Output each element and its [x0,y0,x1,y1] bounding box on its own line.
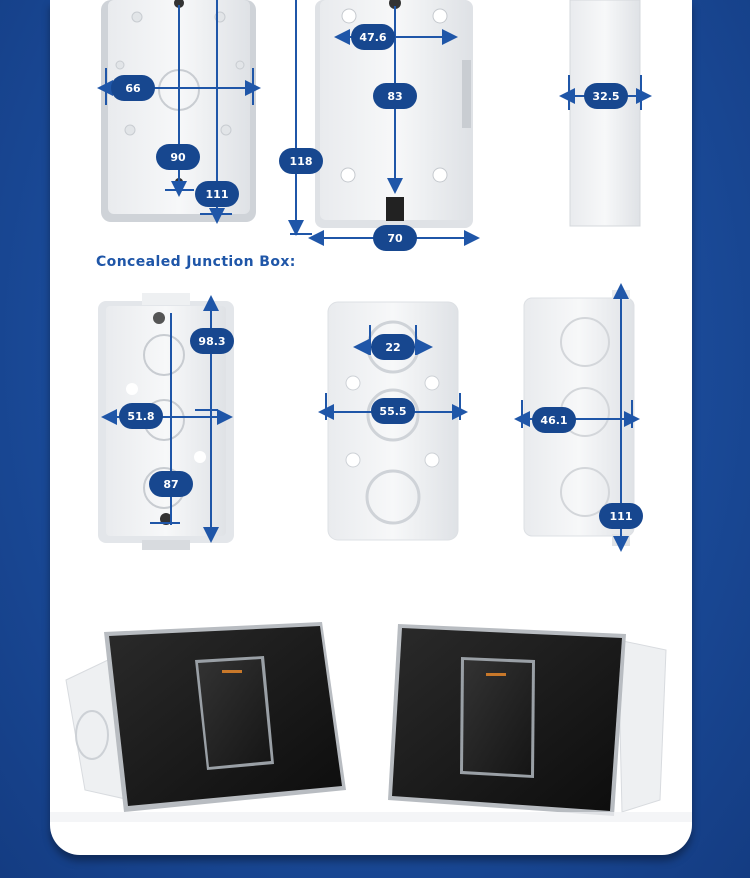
svg-text:83: 83 [387,90,402,103]
dim-label-83: 83 [373,83,417,109]
dim-label-32-5: 32.5 [584,83,628,109]
dim-label-51-8: 51.8 [119,403,163,429]
svg-text:46.1: 46.1 [540,414,567,427]
box1-dimensions: 66 90 111 [97,0,261,224]
svg-text:111: 111 [206,188,229,201]
svg-text:66: 66 [125,82,141,95]
dim-label-66: 66 [111,75,155,101]
dim-label-87: 87 [149,471,193,497]
dim-label-90: 90 [156,144,200,170]
svg-text:70: 70 [387,232,403,245]
svg-text:51.8: 51.8 [127,410,154,423]
switch-right [388,624,667,816]
switch-left [65,622,346,812]
dim-label-46-1: 46.1 [532,407,576,433]
svg-text:55.5: 55.5 [379,405,406,418]
svg-text:87: 87 [163,478,178,491]
cbox1-dimensions: 98.3 51.8 87 [101,295,234,543]
dim-label-118: 118 [279,148,323,174]
dim-label-47-6: 47.6 [351,24,395,50]
cbox2-dimensions: 22 55.5 [318,325,468,424]
back-box-side-view [569,0,641,227]
svg-text:22: 22 [385,341,400,354]
svg-text:98.3: 98.3 [198,335,225,348]
box3-dimensions: 32.5 [559,75,652,110]
svg-text:90: 90 [170,151,186,164]
svg-text:47.6: 47.6 [359,31,386,44]
dim-label-98-3: 98.3 [190,328,234,354]
dim-label-55-5: 55.5 [371,398,415,424]
svg-text:111: 111 [610,510,633,523]
dim-label-22: 22 [371,334,415,360]
svg-text:118: 118 [290,155,313,168]
dim-label-111-top: 111 [195,181,239,207]
box2-dimensions: 47.6 83 118 70 [279,0,480,251]
svg-text:32.5: 32.5 [592,90,619,103]
section-title: Concealed Junction Box: [96,254,296,270]
cbox3-dimensions: 46.1 111 [514,283,643,552]
dim-label-70: 70 [373,225,417,251]
dim-label-111-bottom: 111 [599,503,643,529]
